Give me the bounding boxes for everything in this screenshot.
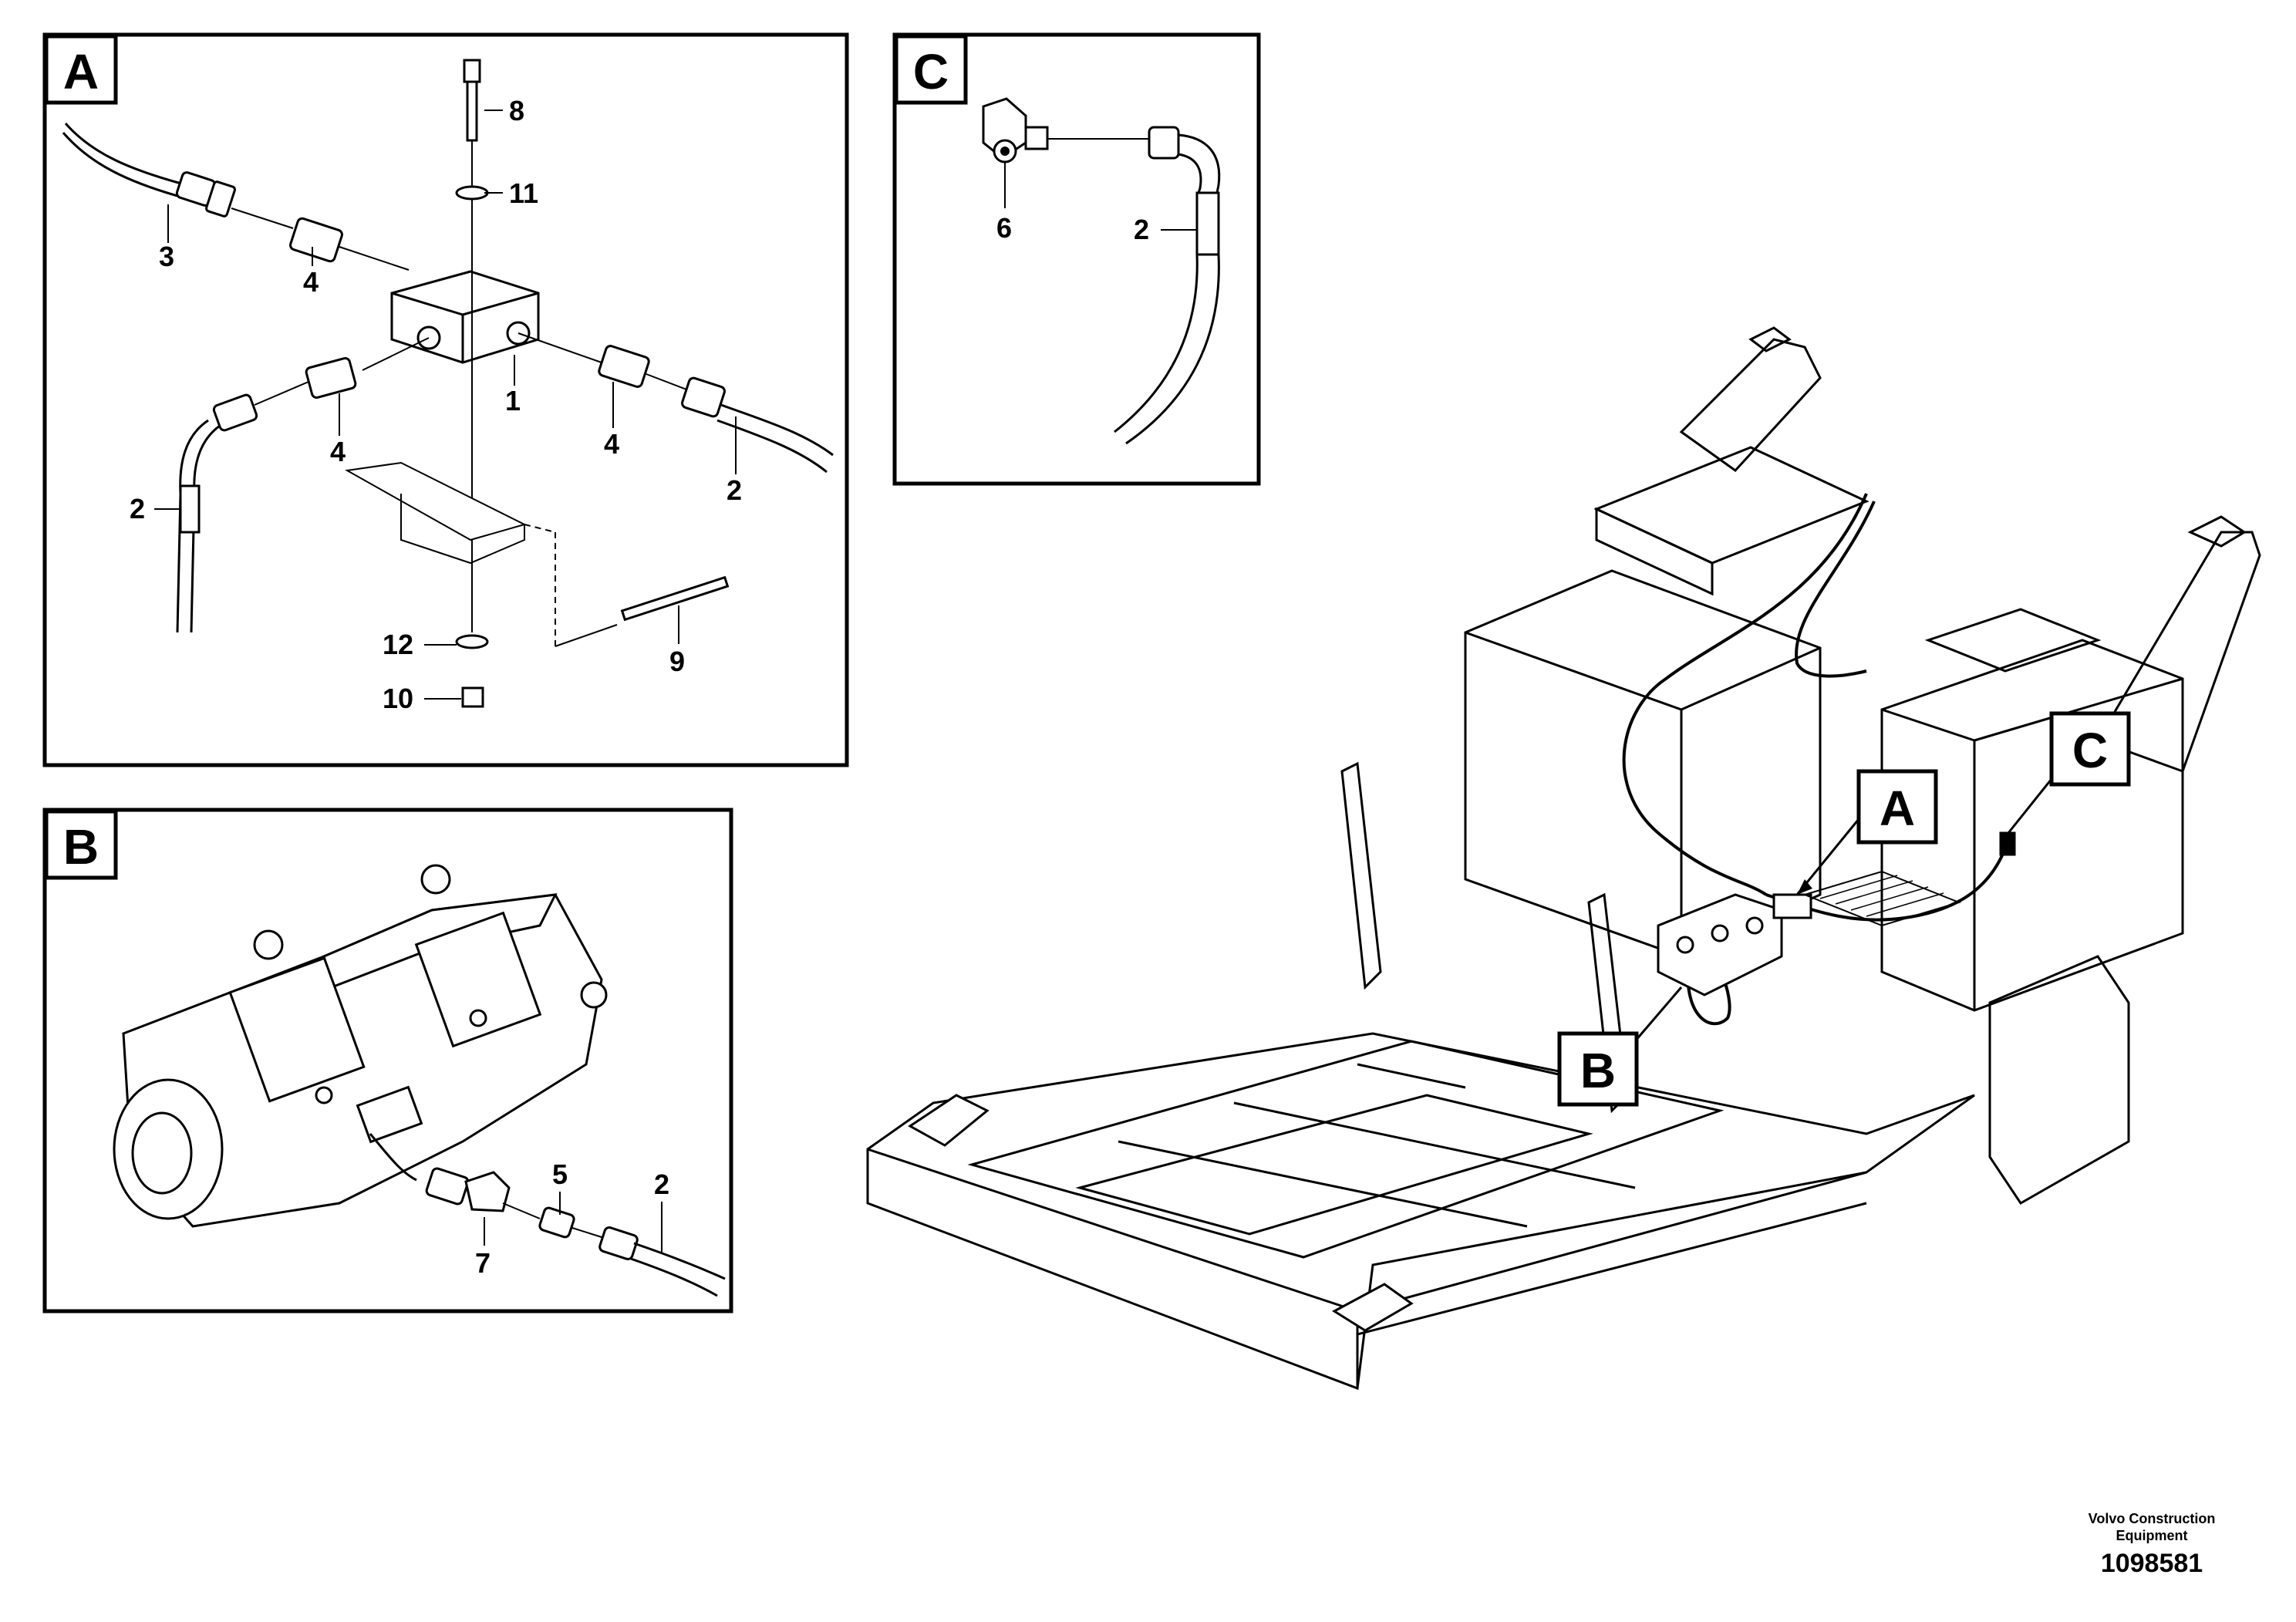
overview-tag-b: B [1557,986,1683,1107]
view-b-letter: B [63,819,99,875]
manufacturer-line-1: Volvo Construction [2088,1511,2216,1526]
manufacturer-line-2: Equipment [2116,1528,2188,1543]
view-c-tag-box [894,34,968,105]
callout-a-10: 10 [383,683,413,714]
callout-a-12: 12 [383,629,413,660]
callout-a-4-top: 4 [303,266,319,298]
overview-tag-c: C [2004,711,2131,838]
detail-view-a: A [42,32,849,767]
callout-a-9: 9 [669,646,685,677]
callout-a-3: 3 [159,241,174,272]
callout-b-5: 5 [552,1158,568,1190]
view-a-letter: A [63,44,99,99]
callout-c-2: 2 [1134,214,1149,245]
overview-tag-b-letter: B [1580,1043,1616,1098]
callout-a-2-left: 2 [130,493,145,524]
callout-a-1: 1 [505,385,521,416]
overview-tag-c-letter: C [2072,723,2108,778]
overview-frame-drawing [866,326,2261,1391]
callout-a-11: 11 [509,177,538,209]
callout-b-7: 7 [475,1247,491,1279]
detail-view-b: B 5 2 7 [42,808,733,1313]
view-b-tag-box [44,809,118,880]
overview-tag-a-letter: A [1880,781,1915,836]
callout-a-8: 8 [509,95,524,126]
callout-c-6: 6 [996,212,1012,244]
callout-a-4-left: 4 [330,436,346,467]
pump-drawing [113,864,608,1228]
detail-view-c: C 6 2 [892,32,1261,486]
overview-tag-a: A [1795,769,1938,895]
title-block: Volvo Construction Equipment 1098581 [2036,1510,2267,1579]
callout-a-2-right: 2 [727,474,742,506]
drawing-number: 1098581 [2100,1549,2203,1578]
callout-a-4-right: 4 [604,428,619,460]
view-a-tag-box [44,34,118,105]
callout-b-2: 2 [654,1168,669,1200]
view-c-letter: C [913,44,949,99]
